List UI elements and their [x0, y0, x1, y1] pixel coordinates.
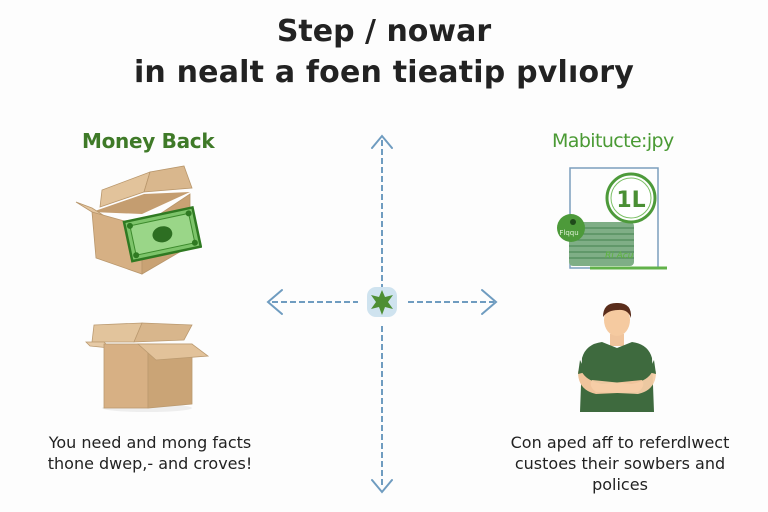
badge-text: 1L — [616, 188, 645, 213]
arrow-right-icon — [481, 289, 498, 315]
cash-stack-badge-icon: Ri Acu 1L Flqqu — [555, 164, 670, 274]
title-line-2: in nealt a foen tieatip pvlıory — [133, 55, 635, 90]
coin-text: Flqqu — [559, 229, 578, 237]
money-back-heading: Money Back — [82, 129, 215, 153]
center-cross-diagram — [262, 130, 507, 500]
open-box-with-cash-icon — [72, 162, 202, 277]
right-heading: Mabitucte:jpy — [552, 130, 674, 152]
arrow-left-icon — [266, 289, 283, 315]
stack-label: Ri Acu — [605, 251, 634, 261]
title-line-1: Step / nowar — [276, 14, 492, 49]
star-hub-icon — [367, 287, 397, 317]
right-caption-line-3: polices — [592, 475, 648, 494]
right-caption-line-2: custoes their sowbers and — [514, 454, 726, 473]
right-caption: Con aped aff to referdlwect custoes thei… — [500, 432, 740, 495]
arrow-down-icon — [371, 479, 393, 494]
left-caption: You need and mong facts thone dwep,- and… — [30, 432, 270, 474]
left-caption-line-2: thone dwep,- and croves! — [47, 454, 253, 473]
arrow-up-icon — [371, 134, 393, 149]
open-cardboard-box-icon — [82, 320, 212, 415]
right-caption-line-1: Con aped aff to referdlwect — [510, 433, 730, 452]
left-caption-line-1: You need and mong facts — [48, 433, 252, 452]
person-arms-crossed-icon — [572, 300, 662, 415]
